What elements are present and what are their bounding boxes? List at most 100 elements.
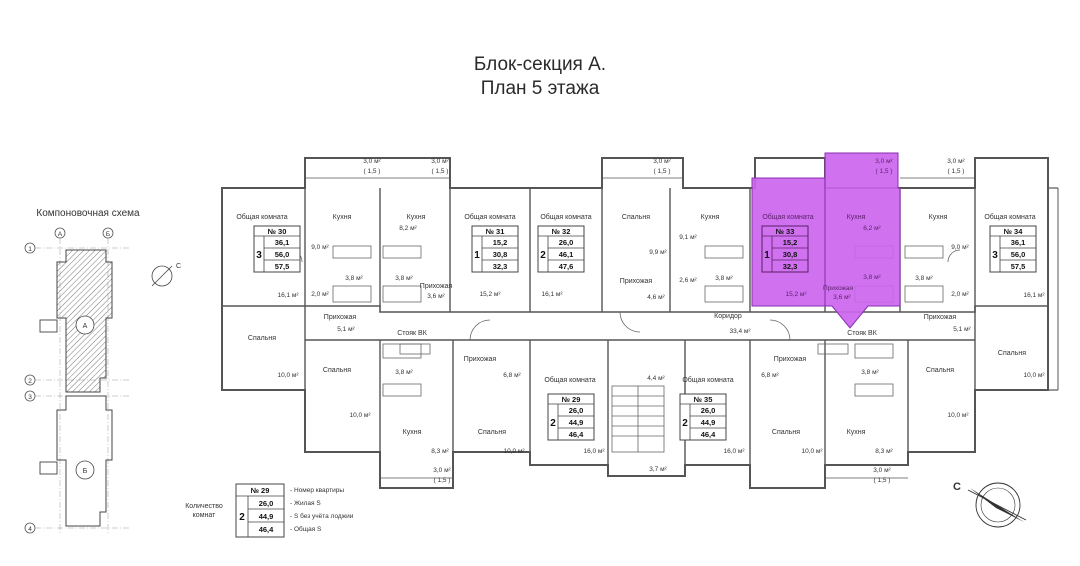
apartment-living-area: 15,2 [783, 238, 798, 247]
area-label: ( 1,5 ) [434, 477, 451, 484]
room-label: Общая комната [682, 376, 733, 384]
room-label: Спальня [998, 350, 1026, 357]
apartment-area-no-loggia: 30,8 [493, 250, 508, 259]
room-label: Общая комната [540, 213, 591, 221]
area-label: 3,0 м² [947, 158, 965, 165]
apartment-33-highlight[interactable] [751, 152, 901, 329]
area-label: 8,3 м² [431, 448, 449, 455]
area-label: 3,0 м² [433, 467, 451, 474]
area-label: 10,0 м² [349, 412, 371, 419]
stoyak-label: Стояк ВК [397, 330, 428, 337]
legend: № 29 2 26,0 44,9 46,4 Количество комнат … [185, 483, 354, 538]
legend-v3: 46,4 [259, 525, 274, 534]
apartment-boxes: № 30 3 36,1 56,0 57,5 № 31 1 15,2 30,8 32,3 № 32 2 2… [253, 225, 1037, 441]
apartment-info-box[interactable]: № 31 1 15,2 30,8 32,3 [471, 225, 519, 273]
room-label: Общая комната [984, 213, 1035, 221]
apartment-area-no-loggia: 44,9 [569, 418, 584, 427]
apartment-total-area: 32,3 [783, 262, 798, 271]
room-label: Кухня [847, 214, 866, 221]
room-label: Прихожая [924, 314, 957, 321]
area-label: 15,2 м² [479, 291, 501, 298]
apartment-living-area: 26,0 [559, 238, 574, 247]
area-label: ( 1,5 ) [876, 168, 893, 175]
area-label: 3,8 м² [345, 275, 363, 282]
building-walls [221, 157, 1059, 489]
area-label: 10,0 м² [1023, 372, 1045, 379]
room-label: Спальня [772, 429, 800, 436]
apartment-area-no-loggia: 30,8 [783, 250, 798, 259]
scheme-row-4: 4 [28, 526, 32, 533]
apartment-total-area: 46,4 [569, 430, 584, 439]
legend-desc-num: - Номер квартиры [290, 487, 344, 494]
legend-rooms: 2 [239, 512, 245, 523]
area-label: ( 1,5 ) [874, 477, 891, 484]
apartment-room-count: 1 [764, 250, 770, 261]
room-label: Спальня [926, 367, 954, 374]
room-label: Общая комната [236, 213, 287, 221]
apartment-number: № 29 [562, 395, 581, 404]
apartment-living-area: 26,0 [701, 406, 716, 415]
apartment-number: № 32 [552, 227, 571, 236]
apartment-room-count: 2 [540, 250, 546, 261]
area-labels: 3,0 м² ( 1,5 ) 3,0 м² ( 1,5 ) 3,0 м² ( 1… [277, 158, 1045, 484]
apartment-number: № 30 [268, 227, 287, 236]
legend-desc-v1: - Жилая S [290, 500, 321, 507]
area-label: ( 1,5 ) [948, 168, 965, 175]
apartment-room-count: 3 [256, 250, 262, 261]
apartment-total-area: 32,3 [493, 262, 508, 271]
room-label: Спальня [478, 429, 506, 436]
area-label: 10,0 м² [277, 372, 299, 379]
scheme-row-3: 3 [28, 394, 32, 401]
area-label: 15,2 м² [785, 291, 807, 298]
apartment-living-area: 15,2 [493, 238, 508, 247]
legend-desc-v3: - Общая S [290, 525, 322, 533]
compass-small-icon: С [151, 263, 181, 287]
area-label: 9,9 м² [649, 249, 667, 256]
area-label: 3,6 м² [833, 294, 851, 301]
apartment-area-no-loggia: 56,0 [1011, 250, 1026, 259]
area-label: 8,3 м² [875, 448, 893, 455]
room-labels: Общая комната Кухня Кухня Общая комната … [236, 213, 1035, 436]
legend-v1: 26,0 [259, 499, 274, 508]
room-label: Кухня [407, 214, 426, 221]
area-label: ( 1,5 ) [432, 168, 449, 175]
area-label: 16,1 м² [541, 291, 563, 298]
area-label: 8,2 м² [399, 225, 417, 232]
area-label: 3,8 м² [715, 275, 733, 282]
room-label: Кухня [701, 214, 720, 221]
plan-subtitle: План 5 этажа [480, 78, 600, 99]
area-label: ( 1,5 ) [654, 168, 671, 175]
room-label: Кухня [333, 214, 352, 221]
area-label: 3,0 м² [875, 158, 893, 165]
apartment-area-no-loggia: 46,1 [559, 250, 574, 259]
apartment-number: № 31 [486, 227, 505, 236]
room-label: Прихожая [774, 356, 807, 363]
area-label: 5,1 м² [953, 326, 971, 333]
layout-scheme: Компоновочная схема А Б 1 2 3 4 А Б [24, 208, 140, 535]
area-label: ( 1,5 ) [364, 168, 381, 175]
corridor-label: Коридор [714, 313, 742, 320]
area-label: 16,0 м² [583, 448, 605, 455]
apartment-room-count: 1 [474, 250, 480, 261]
apartment-total-area: 57,5 [1011, 262, 1026, 271]
legend-desc-v2: - S без учёта лоджии [290, 512, 354, 520]
apartment-total-area: 57,5 [275, 262, 290, 271]
apartment-room-count: 2 [550, 418, 556, 429]
apartment-living-area: 36,1 [275, 238, 290, 247]
room-label: Общая комната [544, 376, 595, 384]
area-label: 3,7 м² [649, 466, 667, 473]
compass-label: С [953, 481, 961, 493]
area-label: 16,0 м² [723, 448, 745, 455]
room-label: Прихожая [420, 283, 453, 290]
area-label: 3,8 м² [861, 369, 879, 376]
area-label: 16,1 м² [1023, 292, 1045, 299]
area-label: 3,8 м² [395, 369, 413, 376]
area-label: 4,4 м² [647, 375, 665, 382]
scheme-label: Компоновочная схема [36, 208, 140, 219]
